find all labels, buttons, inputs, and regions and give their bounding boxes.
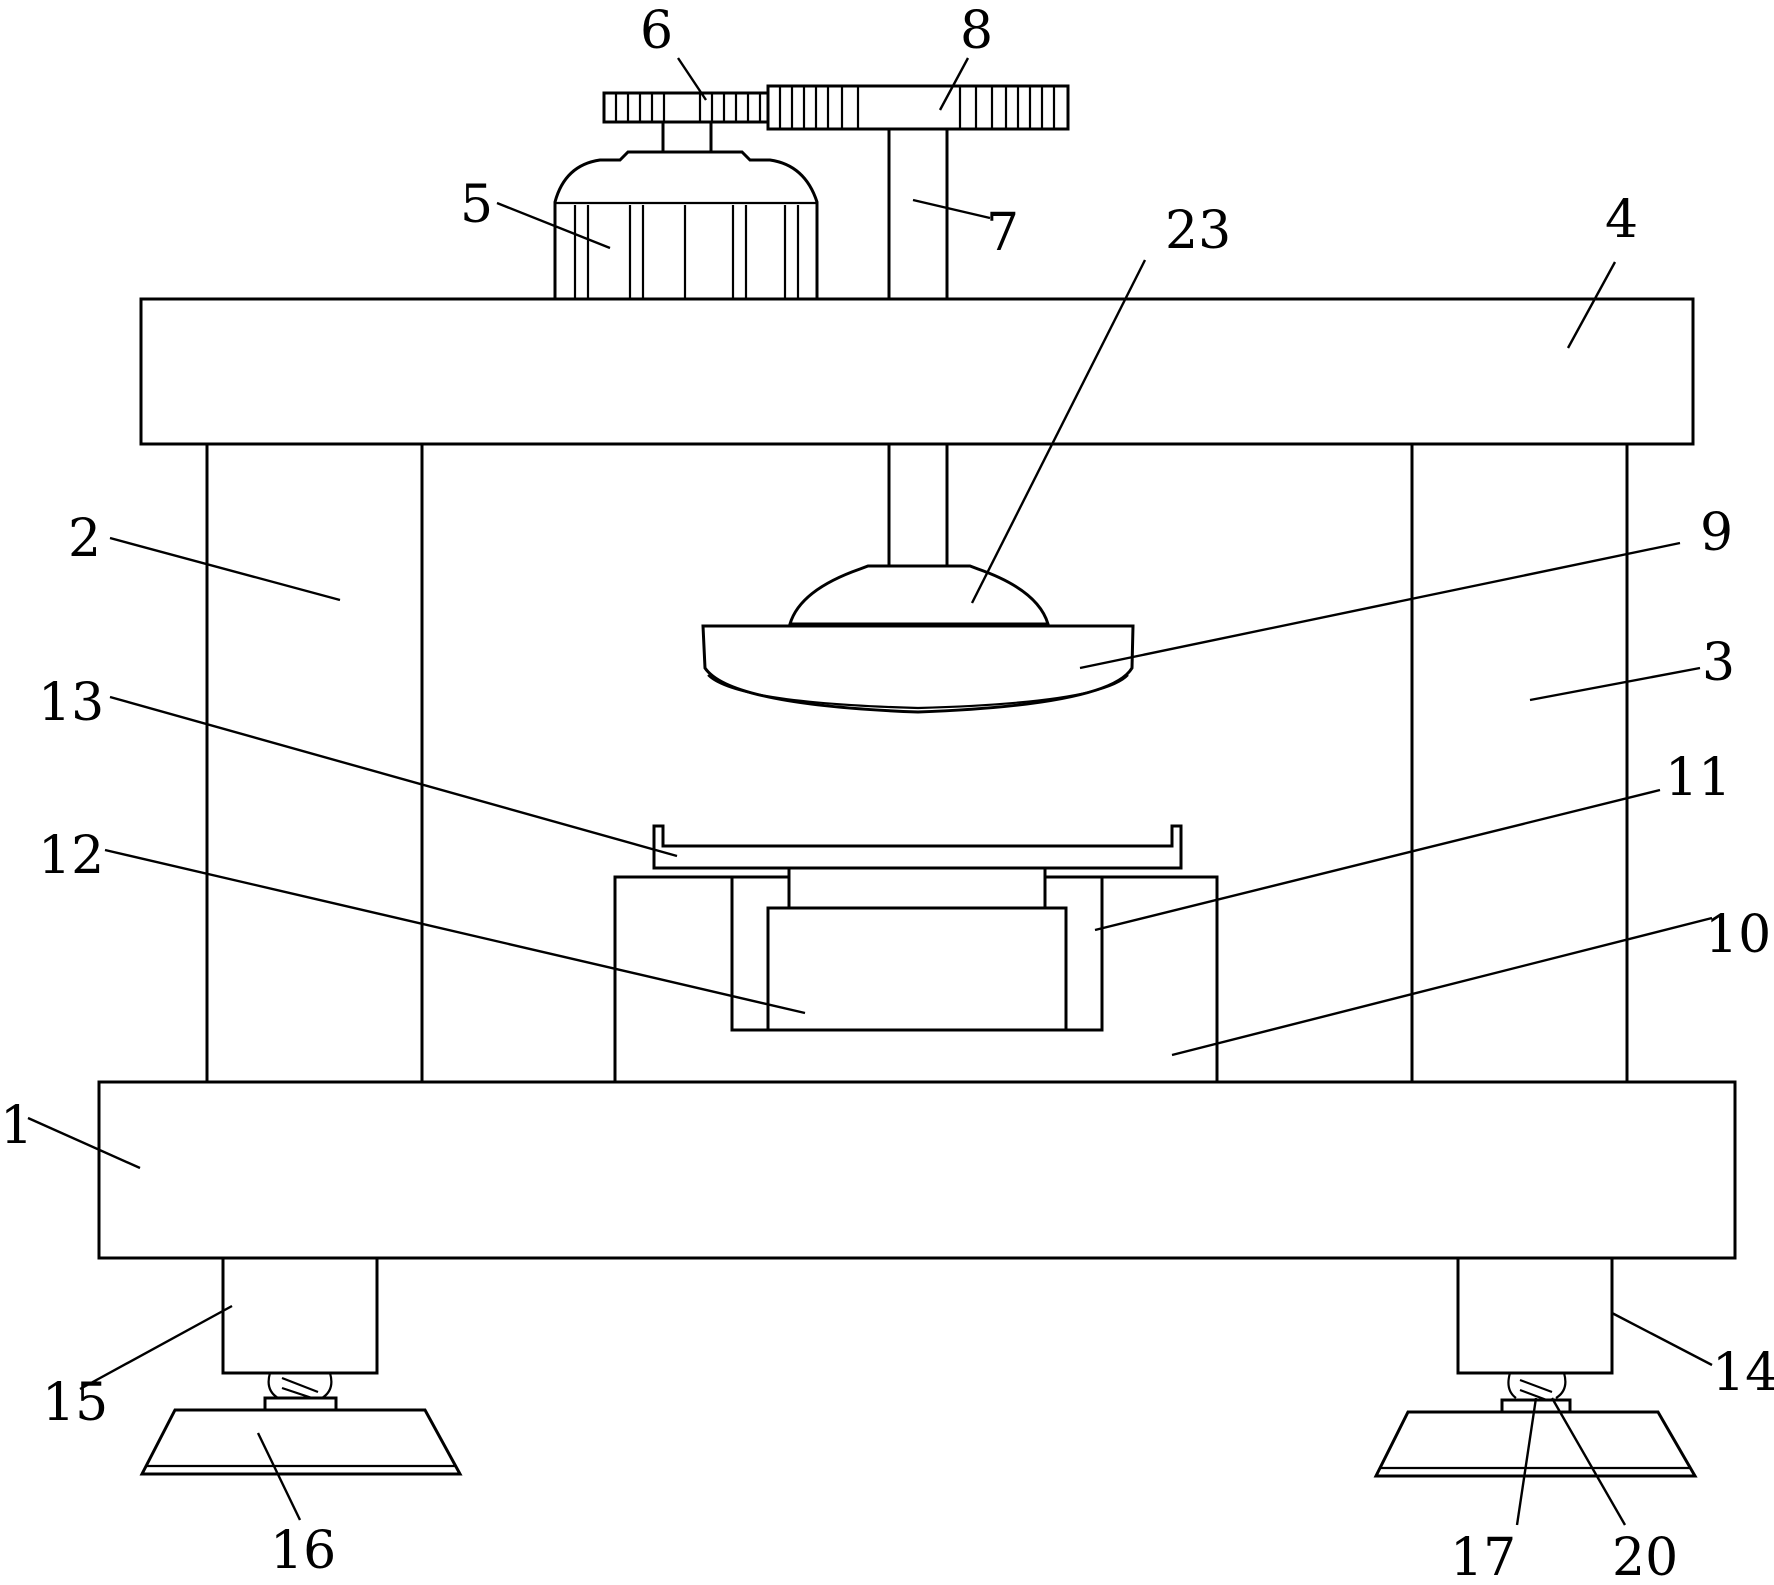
leader-1 xyxy=(27,1116,141,1170)
label-17: 17 xyxy=(1450,1528,1516,1585)
leader-14 xyxy=(1611,1311,1713,1367)
label-8: 8 xyxy=(960,1,993,61)
label-4: 4 xyxy=(1605,190,1638,250)
leader-20 xyxy=(1550,1397,1627,1526)
label-12: 12 xyxy=(38,826,104,886)
label-16: 16 xyxy=(270,1521,336,1581)
label-6: 6 xyxy=(640,1,673,61)
part-2-left-pillar xyxy=(205,442,424,1086)
label-14: 14 xyxy=(1712,1343,1774,1403)
screw-rod-lower xyxy=(887,442,949,569)
part-4-top-plate xyxy=(139,297,1695,446)
label-5: 5 xyxy=(460,175,493,235)
label-23: 23 xyxy=(1165,201,1231,261)
label-7: 7 xyxy=(986,203,1019,263)
leader-lines xyxy=(27,57,1713,1526)
label-13: 13 xyxy=(38,673,104,733)
part-3-right-pillar xyxy=(1410,442,1629,1086)
leader-12 xyxy=(104,848,806,1015)
leader-3 xyxy=(1529,666,1701,702)
leader-16 xyxy=(256,1432,302,1521)
label-3: 3 xyxy=(1702,633,1735,693)
label-15: 15 xyxy=(42,1373,108,1433)
part-6-small-gear xyxy=(602,91,770,124)
part-7-screw-rod xyxy=(887,127,949,301)
leader-10 xyxy=(1171,916,1713,1057)
part-13-lower-die xyxy=(652,824,1183,870)
label-11: 11 xyxy=(1665,748,1731,808)
leader-11 xyxy=(1094,788,1661,932)
leader-8 xyxy=(938,57,970,111)
part-15-left-sleeve xyxy=(221,1256,379,1375)
leader-4 xyxy=(1566,261,1617,349)
part-5-motor xyxy=(553,150,819,301)
leader-6 xyxy=(677,57,707,101)
right-pad xyxy=(1373,1410,1698,1478)
leader-7 xyxy=(912,198,991,220)
part-23-nut-housing xyxy=(787,564,1051,626)
label-1: 1 xyxy=(0,1096,33,1156)
motor-shaft xyxy=(661,120,713,154)
label-20: 20 xyxy=(1612,1528,1678,1585)
label-9: 9 xyxy=(1700,503,1733,563)
piston-rod xyxy=(787,866,1047,910)
label-2: 2 xyxy=(68,509,101,569)
part-16-left-pad xyxy=(139,1408,463,1476)
part-17-right-adjust-screw xyxy=(1507,1372,1567,1404)
part-1-base xyxy=(97,1080,1737,1260)
part-14-right-sleeve xyxy=(1456,1256,1614,1375)
part-8-large-gear xyxy=(766,84,1070,131)
leader-23 xyxy=(970,259,1147,604)
part-12-piston xyxy=(766,906,1068,1032)
leader-15 xyxy=(79,1304,233,1391)
leader-17 xyxy=(1515,1397,1538,1526)
part-9-press-head xyxy=(701,624,1135,714)
leader-9 xyxy=(1079,541,1681,670)
label-10: 10 xyxy=(1705,905,1771,965)
left-adjust-screw xyxy=(263,1372,338,1412)
leader-5 xyxy=(496,201,611,250)
leader-13 xyxy=(109,695,678,858)
leader-2 xyxy=(109,536,341,602)
